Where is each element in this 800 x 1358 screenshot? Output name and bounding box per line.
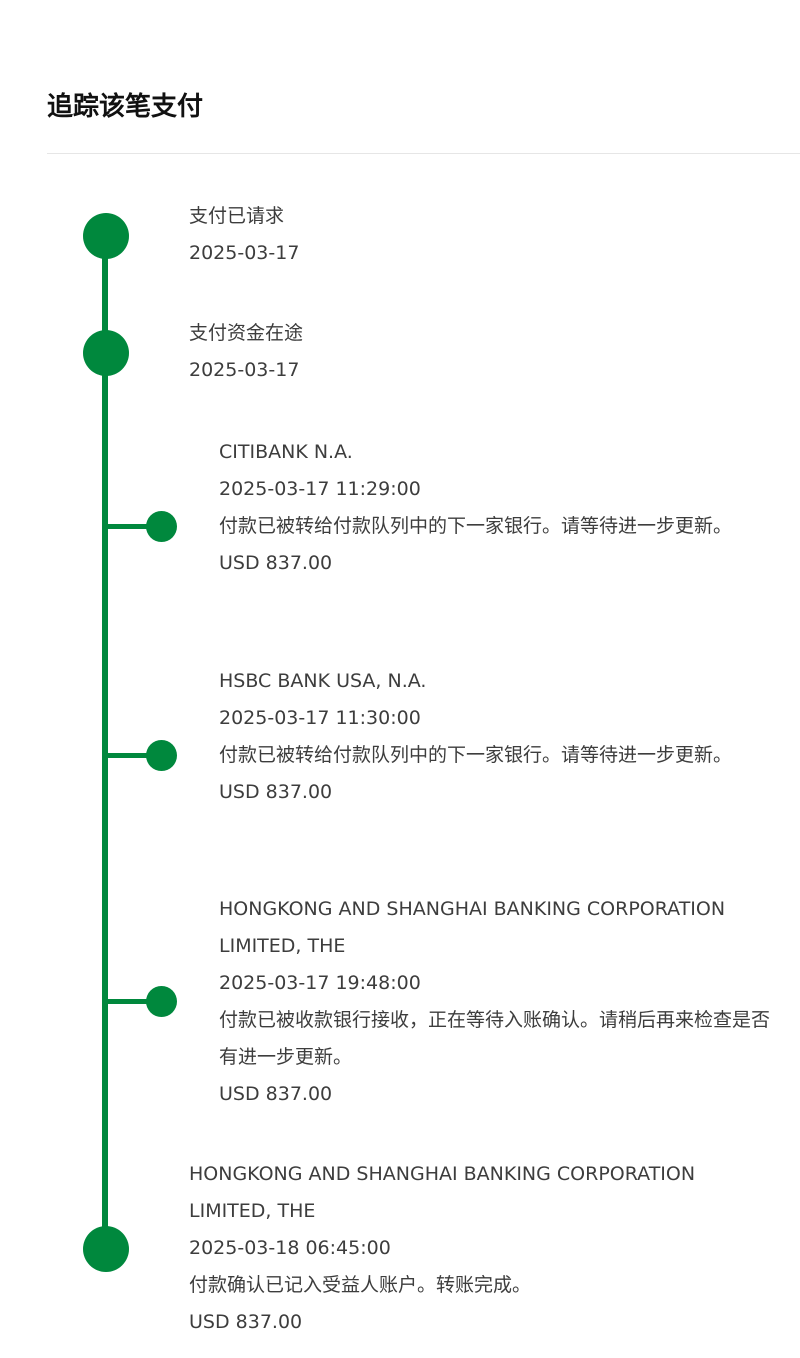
event-bank-name: HSBC BANK USA, N.A. — [219, 670, 427, 692]
timeline-dot-in-transit — [83, 330, 129, 376]
timeline-dot-hsbc-usa — [146, 740, 177, 771]
timeline-dot-citibank — [146, 511, 177, 542]
event-title: 支付已请求 — [189, 205, 285, 227]
timeline-dot-requested — [83, 213, 129, 259]
event-datetime: 2025-03-18 06:45:00 — [189, 1237, 391, 1259]
event-bank-name: HONGKONG AND SHANGHAI BANKING CORPORATIO… — [219, 898, 726, 957]
event-funds-in-transit: 支付资金在途 2025-03-17 — [189, 315, 789, 389]
event-datetime: 2025-03-17 11:30:00 — [219, 707, 421, 729]
timeline-branch — [108, 999, 156, 1004]
event-bank-name: HONGKONG AND SHANGHAI BANKING CORPORATIO… — [189, 1163, 696, 1222]
timeline-dot-hsbc-hk-received — [146, 986, 177, 1017]
timeline-branch — [108, 753, 156, 758]
event-status-message: 付款已被转给付款队列中的下一家银行。请等待进一步更新。 — [219, 744, 733, 766]
event-transfer-completed: HONGKONG AND SHANGHAI BANKING CORPORATIO… — [189, 1156, 749, 1341]
event-amount: USD 837.00 — [219, 1083, 333, 1105]
event-bank-name: CITIBANK N.A. — [219, 441, 353, 463]
header-divider — [47, 153, 800, 154]
event-payment-requested: 支付已请求 2025-03-17 — [189, 198, 789, 272]
timeline-line — [102, 236, 108, 1250]
event-status-message: 付款已被收款银行接收，正在等待入账确认。请稍后再来检查是否有进一步更新。 — [219, 1009, 771, 1068]
event-hsbc-usa: HSBC BANK USA, N.A. 2025-03-17 11:30:00 … — [219, 663, 779, 811]
event-hsbc-hk-received: HONGKONG AND SHANGHAI BANKING CORPORATIO… — [219, 891, 779, 1113]
event-amount: USD 837.00 — [189, 1311, 303, 1333]
event-citibank: CITIBANK N.A. 2025-03-17 11:29:00 付款已被转给… — [219, 434, 779, 582]
event-status-message: 付款已被转给付款队列中的下一家银行。请等待进一步更新。 — [219, 515, 733, 537]
event-date: 2025-03-17 — [189, 359, 300, 381]
page-title: 追踪该笔支付 — [47, 92, 204, 122]
event-title: 支付资金在途 — [189, 322, 304, 344]
event-datetime: 2025-03-17 11:29:00 — [219, 478, 421, 500]
event-status-message: 付款确认已记入受益人账户。转账完成。 — [189, 1274, 532, 1296]
event-datetime: 2025-03-17 19:48:00 — [219, 972, 421, 994]
event-amount: USD 837.00 — [219, 552, 333, 574]
event-amount: USD 837.00 — [219, 781, 333, 803]
event-date: 2025-03-17 — [189, 242, 300, 264]
timeline-dot-completed — [83, 1226, 129, 1272]
timeline-branch — [108, 524, 156, 529]
